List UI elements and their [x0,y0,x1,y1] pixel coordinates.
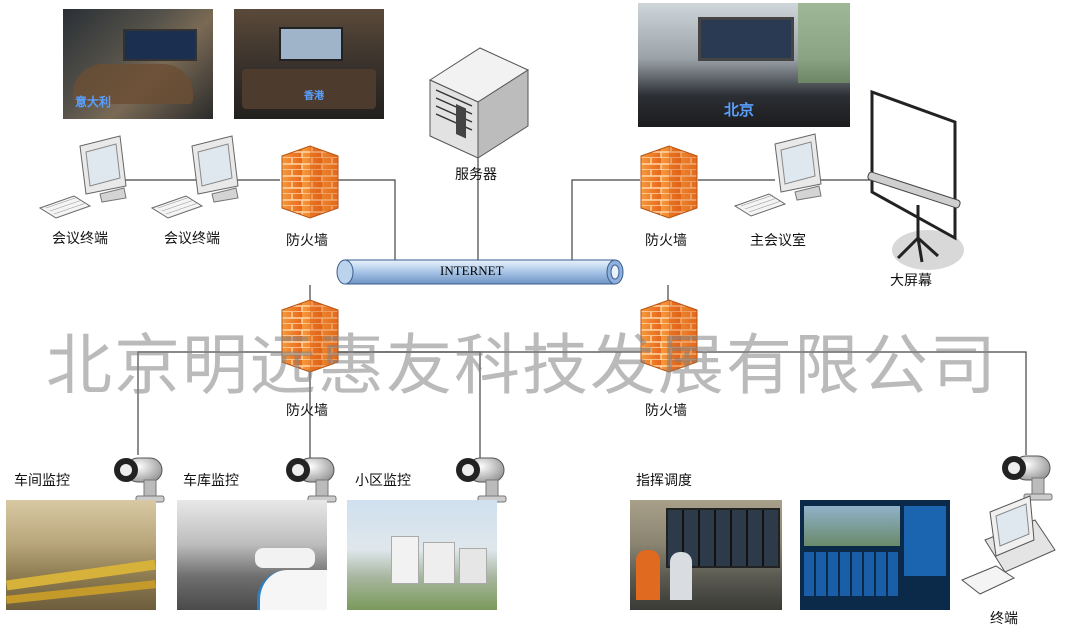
photo-hongkong-conference: 香港 [234,9,384,119]
label-firewall-top-left: 防火墙 [286,233,328,249]
photo-label-italy: 意大利 [75,95,112,109]
desktop-terminal-icon [961,495,1056,595]
projection-screen-icon [867,89,964,270]
photo-monitoring-software [800,500,950,610]
server-icon [428,47,530,159]
label-workshop-monitoring: 车间监控 [14,473,70,489]
label-firewall-bottom-left: 防火墙 [286,403,328,419]
label-conference-terminal-2: 会议终端 [164,231,220,247]
photo-garage [177,500,327,610]
main-room-monitor-icon [734,133,822,217]
conference-terminal-icon-2 [151,135,239,219]
label-main-room: 主会议室 [750,233,806,249]
label-terminal: 终端 [990,611,1018,627]
label-firewall-bottom-right: 防火墙 [645,403,687,419]
photo-workshop [6,500,156,610]
internet-pipe [336,259,624,285]
photo-label-beijing: 北京 [724,101,755,119]
label-firewall-top-right: 防火墙 [645,233,687,249]
camera-icon-community [455,457,507,503]
label-garage-monitoring: 车库监控 [183,473,239,489]
label-big-screen: 大屏幕 [890,273,932,289]
camera-icon-terminal [1001,455,1053,501]
company-watermark: 北京明远惠友科技发展有限公司 [46,327,998,404]
label-command-dispatch: 指挥调度 [636,473,692,489]
label-conference-terminal-1: 会议终端 [52,231,108,247]
conference-terminal-icon-1 [39,135,127,219]
photo-dispatch-room [630,500,782,610]
photo-italy-conference: 意大利 [63,9,213,119]
firewall-icon-top-right [640,145,698,219]
photo-label-hongkong: 香港 [304,91,324,102]
camera-icon-workshop [113,457,165,503]
label-server: 服务器 [455,167,497,183]
label-internet: INTERNET [440,263,504,278]
camera-icon-garage [285,457,337,503]
photo-community [347,500,497,610]
photo-beijing-conference: 北京 [638,3,850,127]
label-community-monitoring: 小区监控 [355,473,411,489]
firewall-icon-top-left [281,145,339,219]
